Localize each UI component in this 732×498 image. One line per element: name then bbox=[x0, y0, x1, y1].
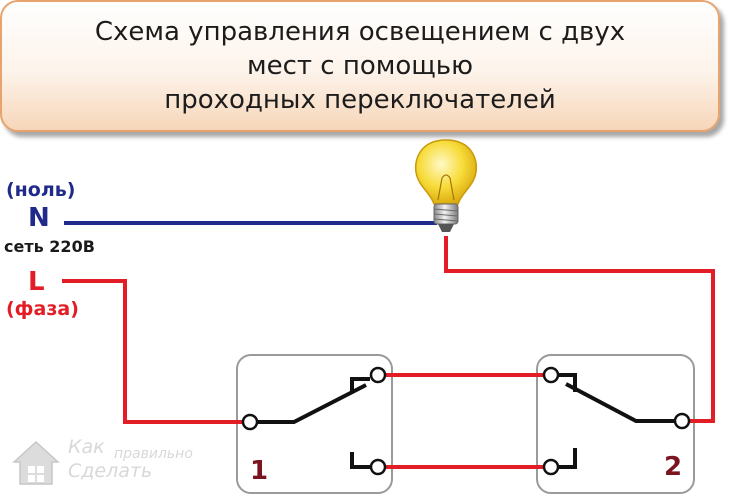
network-label: сеть 220В bbox=[4, 237, 95, 256]
switch-2-terminal-top bbox=[542, 366, 560, 384]
switch-1-upper-contact bbox=[350, 377, 370, 391]
phase-label: (фаза) bbox=[6, 298, 79, 320]
neutral-letter: N bbox=[28, 203, 50, 233]
title-line-2: мест с помощью bbox=[246, 51, 473, 81]
title-line-3: проходных переключателей bbox=[164, 85, 556, 115]
title-banner: Схема управления освещением с двух мест … bbox=[0, 0, 720, 132]
switch-1-terminal-bottom bbox=[369, 458, 387, 476]
switch-2-lever bbox=[565, 382, 678, 423]
switch-2-number: 2 bbox=[664, 452, 683, 482]
switch-2-lower-contact bbox=[559, 448, 577, 469]
switch-1-lever bbox=[258, 383, 367, 424]
switch-1-lower-contact bbox=[350, 452, 370, 469]
switch-2-upper-contact bbox=[559, 373, 577, 392]
watermark-word-kak: Как bbox=[68, 436, 105, 458]
watermark: Как правильно Сделать bbox=[6, 432, 226, 492]
light-bulb-icon bbox=[414, 139, 478, 232]
lamp-wire bbox=[444, 236, 715, 423]
switch-1-number: 1 bbox=[250, 456, 269, 486]
switch-2-terminal-bottom bbox=[542, 458, 560, 476]
phase-wire bbox=[62, 279, 250, 424]
house-logo-icon bbox=[12, 440, 60, 485]
watermark-word-sdelat: Сделать bbox=[68, 460, 153, 482]
switch-2-terminal-common bbox=[673, 412, 691, 430]
title-line-1: Схема управления освещением с двух bbox=[94, 17, 626, 47]
switch-1-terminal-top bbox=[369, 366, 387, 384]
switch-1-terminal-common bbox=[241, 413, 259, 431]
phase-letter: L bbox=[28, 267, 45, 297]
watermark-word-pravilno: правильно bbox=[114, 446, 193, 462]
neutral-label: (ноль) bbox=[6, 179, 76, 201]
